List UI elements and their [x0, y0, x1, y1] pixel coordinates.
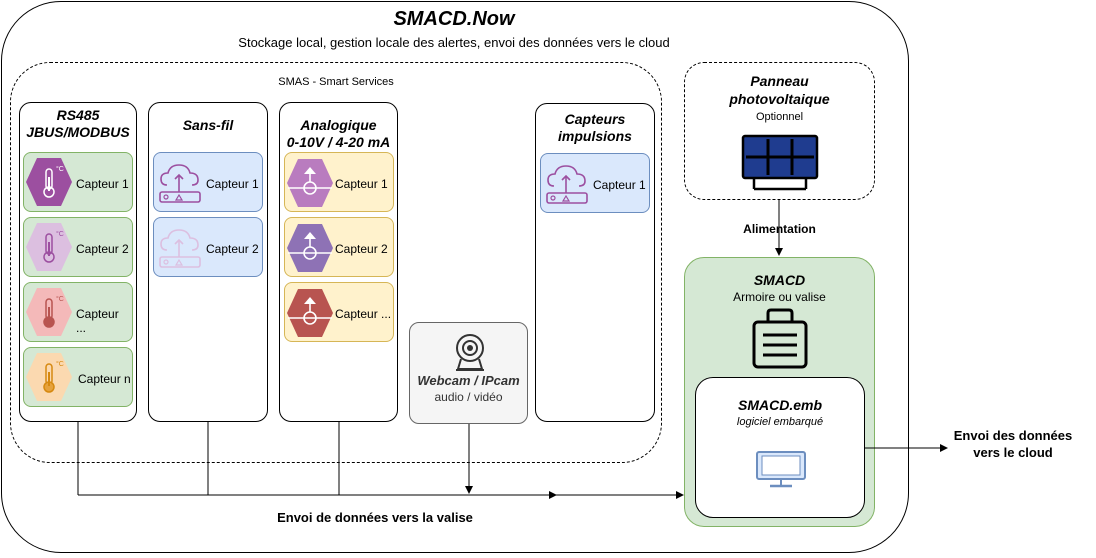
cloud-label: Envoi des données vers le cloud: [930, 427, 1096, 461]
valise-label: Envoi de données vers la valise: [277, 510, 473, 525]
sensor-label: Capteur 1: [76, 177, 129, 191]
smacd-emb-node[interactable]: SMACD.emb logiciel embarqué: [695, 377, 865, 518]
thermometer-icon: °C: [26, 158, 72, 206]
sensor-label: Capteur 1: [206, 177, 259, 191]
sensor-label: Capteur 2: [206, 242, 259, 256]
analog-sensor-3[interactable]: Capteur ...: [284, 282, 394, 342]
monitor-icon: [756, 451, 806, 488]
rs485-sensor-2[interactable]: °C Capteur 2: [23, 217, 133, 277]
signal-transmitter-icon: [287, 289, 333, 337]
sensor-label: Capteur 2: [76, 242, 129, 256]
sensor-label: Capteur 1: [335, 177, 388, 191]
sensor-label: Capteur n: [78, 372, 131, 386]
smacd-emb-title: SMACD.emb: [737, 397, 822, 413]
solar-panel-title-line2: photovoltaique: [729, 91, 830, 107]
webcam-node[interactable]: Webcam / IPcam audio / vidéo: [409, 322, 528, 424]
diagram-title: SMACD.Now: [393, 8, 515, 30]
webcam-icon: [456, 334, 484, 371]
sensor-label: Capteur 2: [335, 242, 388, 256]
thermometer-icon: °C: [26, 223, 72, 271]
webcam-title: Webcam / IPcam: [417, 373, 520, 388]
solar-panel-icon: [741, 134, 819, 191]
analogique-title-line1: Analogique: [300, 117, 377, 133]
smas-label: SMAS - Smart Services: [278, 76, 394, 88]
svg-text:°C: °C: [56, 295, 64, 303]
diagram-subtitle: Stockage local, gestion locale des alert…: [238, 35, 670, 50]
smas-group: [10, 62, 662, 463]
analog-sensor-2[interactable]: Capteur 2: [284, 217, 394, 277]
smacd-subtitle: Armoire ou valise: [733, 290, 826, 304]
solar-panel-subtitle: Optionnel: [755, 111, 804, 123]
svg-text:°C: °C: [56, 360, 64, 368]
rs485-title-line2: JBUS/MODBUS: [26, 124, 130, 140]
solar-panel-title: Panneau photovoltaique: [685, 72, 874, 108]
rs485-title-line1: RS485: [56, 107, 100, 123]
wireless-sensor-1[interactable]: Capteur 1: [153, 152, 263, 212]
smacd-title: SMACD: [753, 272, 806, 288]
rs485-title: RS485 JBUS/MODBUS: [20, 107, 136, 141]
webcam-subtitle: audio / vidéo: [434, 390, 503, 404]
impulsions-title-line1: Capteurs: [564, 111, 626, 127]
analog-sensor-1[interactable]: Capteur 1: [284, 152, 394, 212]
sensor-label: Capteur ...: [76, 307, 119, 335]
cloud-upload-icon: [159, 229, 201, 268]
thermometer-icon: °C: [26, 288, 72, 336]
signal-transmitter-icon: [287, 224, 333, 272]
sans-fil-title: Sans-fil: [182, 117, 234, 133]
pulse-sensor-1[interactable]: Capteur 1: [540, 153, 650, 213]
thermometer-icon: °C: [26, 353, 72, 401]
svg-text:°C: °C: [56, 165, 64, 173]
impulsions-title-line2: impulsions: [558, 128, 632, 144]
analogique-title-line2: 0-10V / 4-20 mA: [286, 134, 391, 150]
analogique-title: Analogique 0-10V / 4-20 mA: [280, 117, 397, 151]
wireless-sensor-2[interactable]: Capteur 2: [153, 217, 263, 277]
briefcase-icon: [752, 308, 808, 369]
svg-text:°C: °C: [56, 230, 64, 238]
signal-transmitter-icon: [287, 159, 333, 207]
cloud-upload-icon: [546, 165, 588, 204]
cloud-label-line1: Envoi des données: [953, 428, 1073, 443]
cloud-label-line2: vers le cloud: [973, 445, 1053, 460]
solar-panel-node[interactable]: Panneau photovoltaique Optionnel: [684, 62, 875, 200]
rs485-sensor-n[interactable]: °C Capteur n: [23, 347, 133, 407]
sensor-label: Capteur 1: [593, 178, 646, 192]
cloud-upload-icon: [159, 164, 201, 203]
impulsions-title: Capteurs impulsions: [536, 111, 654, 145]
solar-panel-title-line1: Panneau: [750, 73, 809, 89]
smacd-emb-subtitle: logiciel embarqué: [736, 416, 824, 428]
sensor-label: Capteur ...: [335, 307, 392, 321]
rs485-sensor-3[interactable]: °C Capteur ...: [23, 282, 133, 342]
rs485-sensor-1[interactable]: °C Capteur 1: [23, 152, 133, 212]
